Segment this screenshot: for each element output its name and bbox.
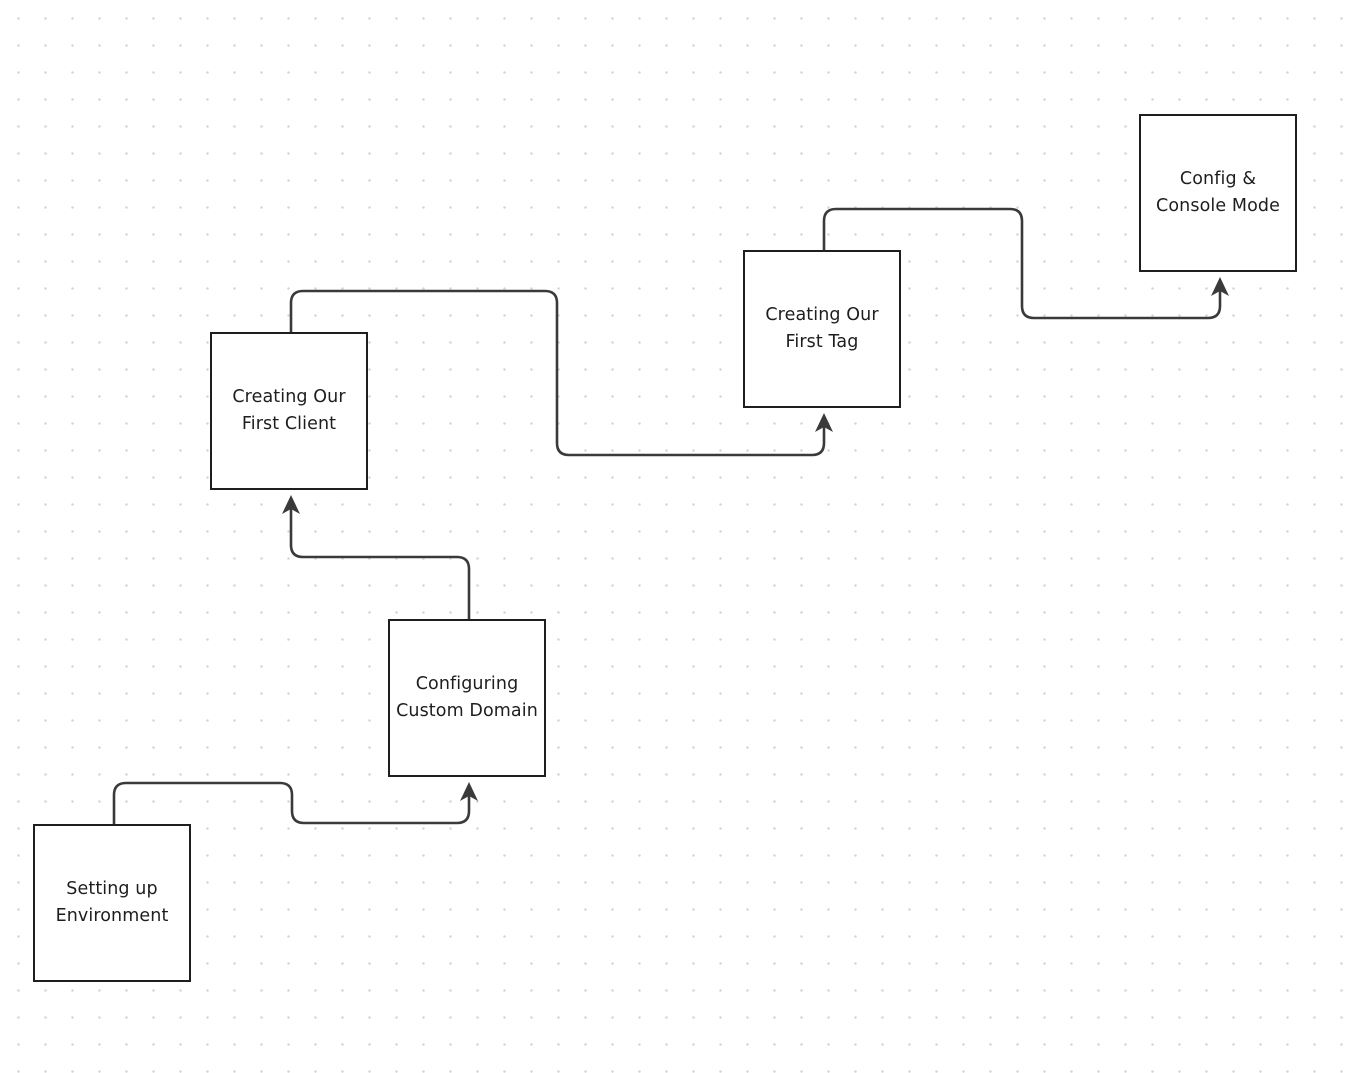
- node-label: Creating Our First Tag: [765, 305, 879, 352]
- node-label: Configuring Custom Domain: [396, 674, 538, 721]
- arrowhead-icon: [460, 782, 478, 801]
- connector-env-to-domain[interactable]: [112, 781, 478, 826]
- arrowhead-icon: [815, 413, 833, 432]
- arrowhead-icon: [1211, 277, 1229, 296]
- node-label: Creating Our First Client: [232, 387, 346, 434]
- node-label: Config & Console Mode: [1156, 169, 1280, 216]
- node-creating-first-client[interactable]: Creating Our First Client: [210, 332, 368, 490]
- node-label: Setting up Environment: [55, 879, 169, 926]
- arrowhead-icon: [282, 495, 300, 514]
- connector-client-to-tag[interactable]: [289, 289, 833, 457]
- node-config-console-mode[interactable]: Config & Console Mode: [1139, 114, 1297, 272]
- connector-tag-to-config[interactable]: [822, 207, 1229, 320]
- node-configuring-custom-domain[interactable]: Configuring Custom Domain: [388, 619, 546, 777]
- node-creating-first-tag[interactable]: Creating Our First Tag: [743, 250, 901, 408]
- node-setting-up-environment[interactable]: Setting up Environment: [33, 824, 191, 982]
- connector-domain-to-client[interactable]: [282, 495, 471, 621]
